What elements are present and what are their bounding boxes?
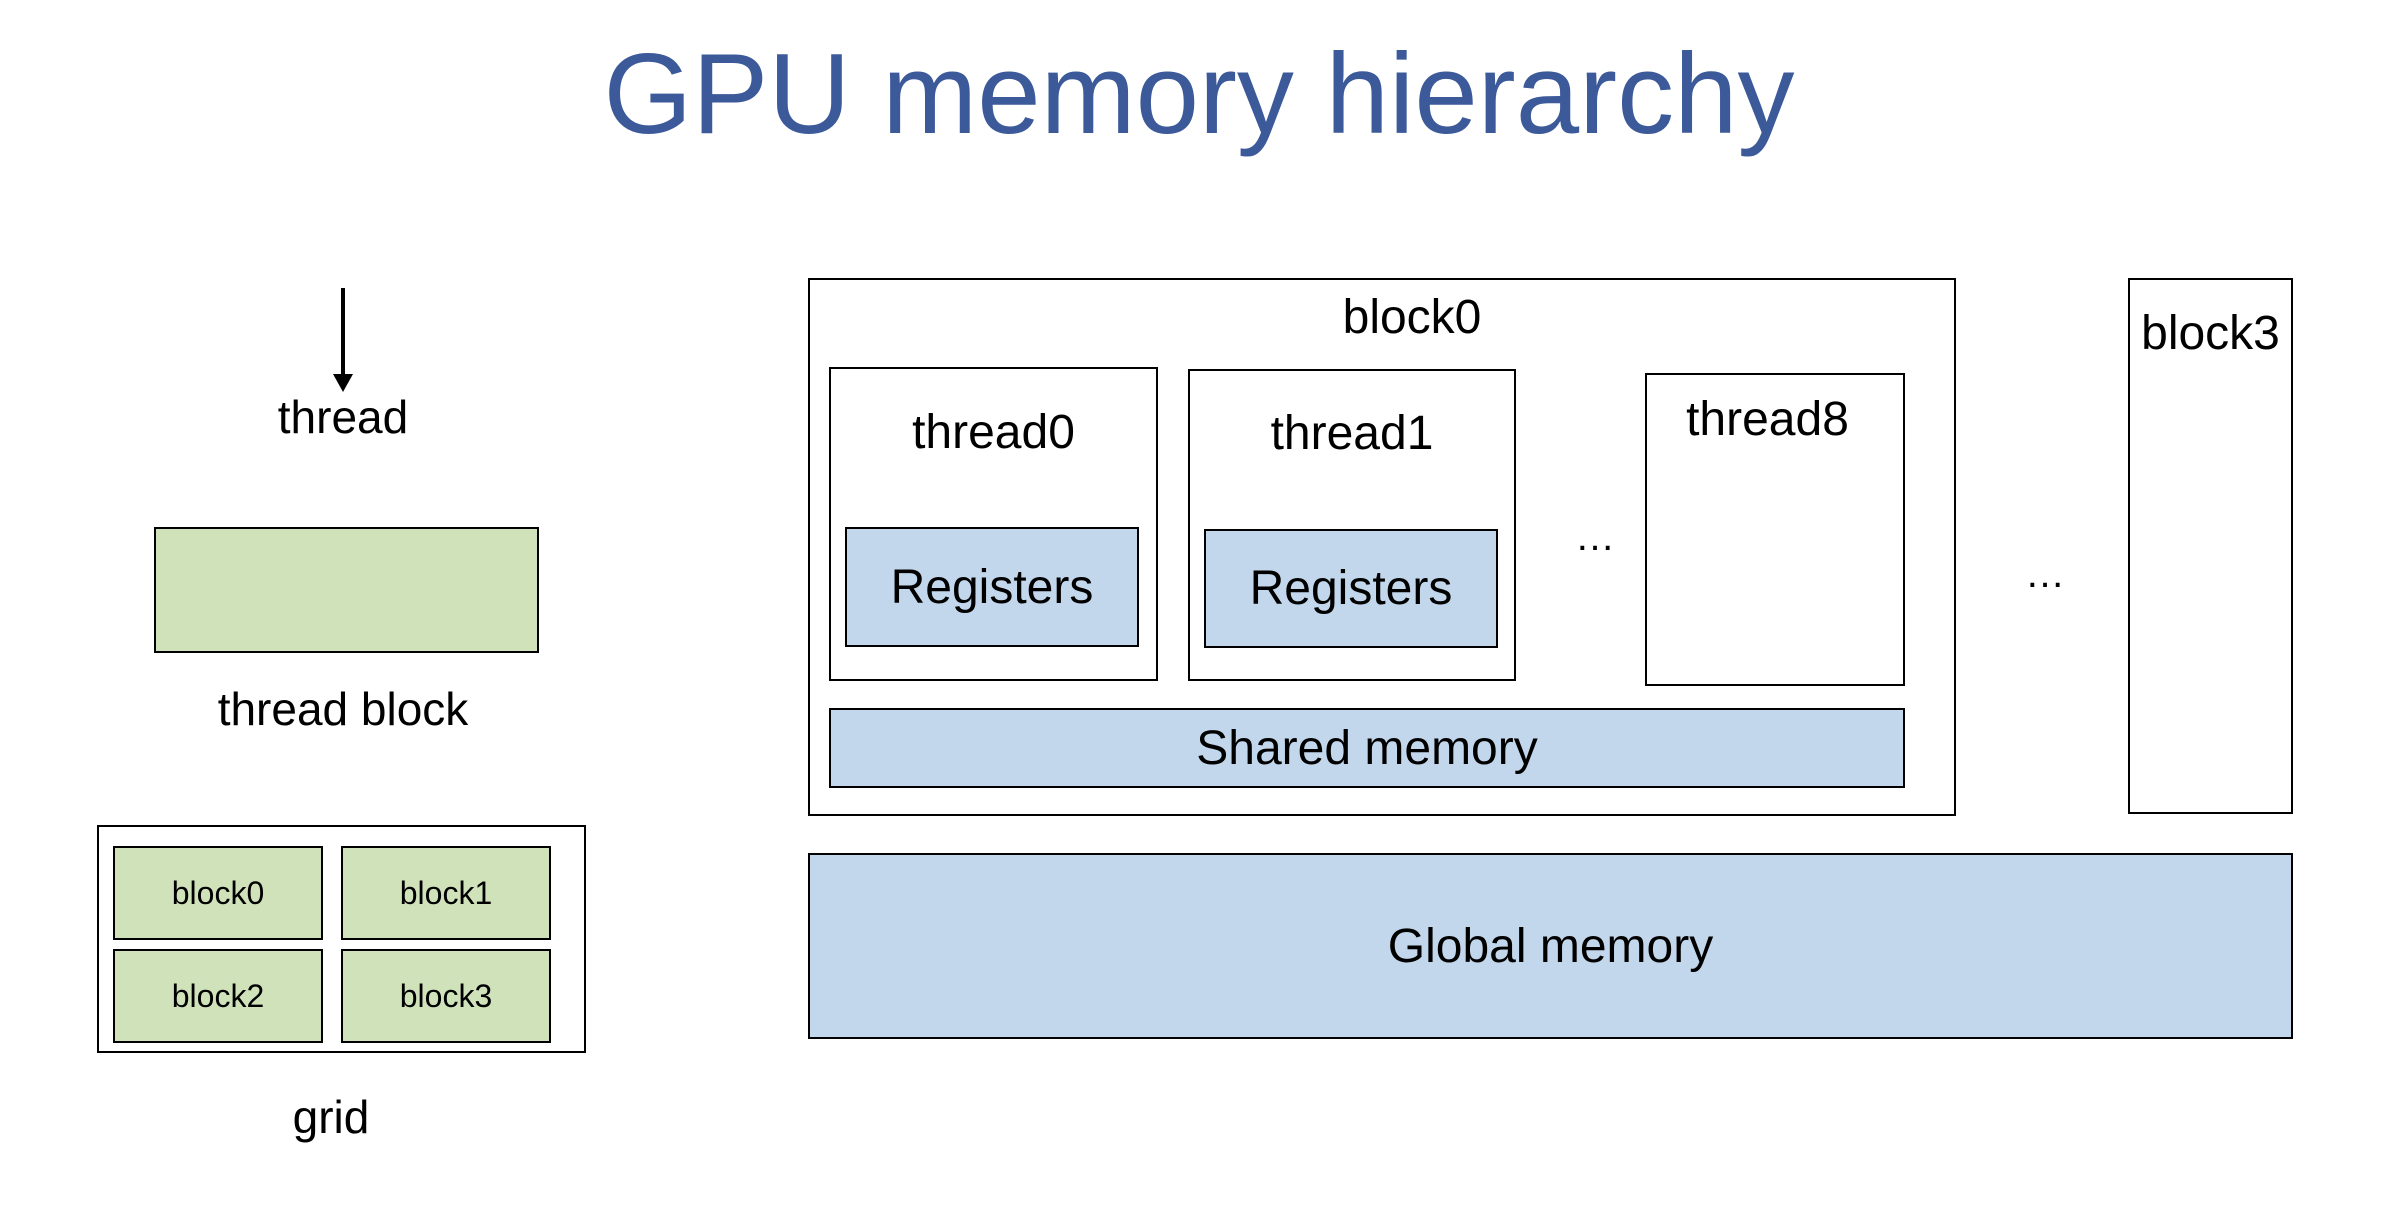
block3-container	[2128, 278, 2293, 814]
grid-block-2: block2	[113, 949, 323, 1043]
thread1-label: thread1	[1270, 407, 1434, 460]
grid-label: grid	[292, 1091, 370, 1143]
thread1-registers: Registers	[1204, 529, 1498, 648]
grid-block-3: block3	[341, 949, 551, 1043]
thread-block-label: thread block	[217, 683, 469, 735]
block3-label: block3	[2141, 307, 2280, 360]
thread-label: thread	[277, 391, 409, 443]
thread8-box	[1645, 373, 1905, 686]
block0-label: block0	[1342, 291, 1482, 344]
block-ellipsis: …	[2025, 552, 2065, 596]
grid-block-0: block0	[113, 846, 323, 940]
shared-memory: Shared memory	[829, 708, 1905, 788]
thread-block-box	[154, 527, 539, 653]
thread0-label: thread0	[912, 406, 1075, 459]
thread8-label: thread8	[1686, 393, 1849, 446]
page-title: GPU memory hierarchy	[603, 31, 1795, 158]
thread-ellipsis: …	[1575, 515, 1615, 559]
thread-arrow-icon	[333, 288, 353, 392]
global-memory: Global memory	[808, 853, 2293, 1039]
thread0-registers: Registers	[845, 527, 1139, 647]
grid-block-1: block1	[341, 846, 551, 940]
